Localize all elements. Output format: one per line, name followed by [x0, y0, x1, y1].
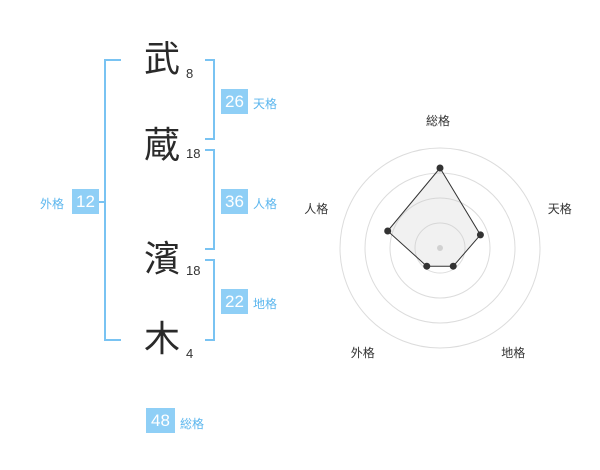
- tenkaku-bracket: [205, 59, 215, 140]
- radar-point-4: [423, 262, 431, 270]
- chikaku-bracket: [205, 259, 215, 341]
- stroke-count-2: 18: [186, 146, 201, 161]
- radar-area: [387, 167, 482, 267]
- radar-ring: [364, 172, 516, 324]
- name-char-3: 濱: [143, 239, 180, 280]
- radar-ring: [389, 197, 491, 299]
- radar-center: [437, 245, 443, 251]
- radar-axis-label-2: 天格: [547, 202, 572, 217]
- radar-point-5: [384, 227, 392, 235]
- gaikaku-bracket: [104, 59, 121, 341]
- radar-axis-label-3: 地格: [501, 345, 526, 360]
- chikaku-label: 地格: [253, 297, 278, 311]
- radar-ring: [414, 222, 466, 274]
- gaikaku-value: 12: [72, 189, 99, 214]
- radar-axis-label-5: 人格: [304, 202, 329, 217]
- tenkaku-value: 26: [221, 89, 248, 114]
- stroke-count-4: 4: [186, 346, 194, 361]
- stroke-count-1: 8: [186, 66, 194, 81]
- radar-point-3: [449, 262, 457, 270]
- radar-axis-label-4: 外格: [350, 345, 375, 360]
- radar-axis-label-1: 総格: [426, 114, 451, 128]
- stroke-count-3: 18: [186, 263, 201, 278]
- name-char-2: 蔵: [143, 125, 180, 166]
- name-char-1: 武: [143, 39, 180, 80]
- radar-point-2: [476, 231, 484, 239]
- tenkaku-label: 天格: [253, 97, 278, 111]
- chikaku-value: 22: [221, 289, 248, 314]
- radar-point-1: [436, 164, 444, 172]
- soukaku-value: 48: [146, 408, 175, 433]
- jinkaku-label: 人格: [253, 197, 278, 211]
- jinkaku-bracket: [205, 149, 215, 250]
- name-char-4: 木: [143, 319, 180, 360]
- gaikaku-label: 外格: [40, 197, 65, 211]
- soukaku-label: 総格: [180, 417, 205, 431]
- jinkaku-value: 36: [221, 189, 248, 214]
- radar-ring: [339, 147, 541, 349]
